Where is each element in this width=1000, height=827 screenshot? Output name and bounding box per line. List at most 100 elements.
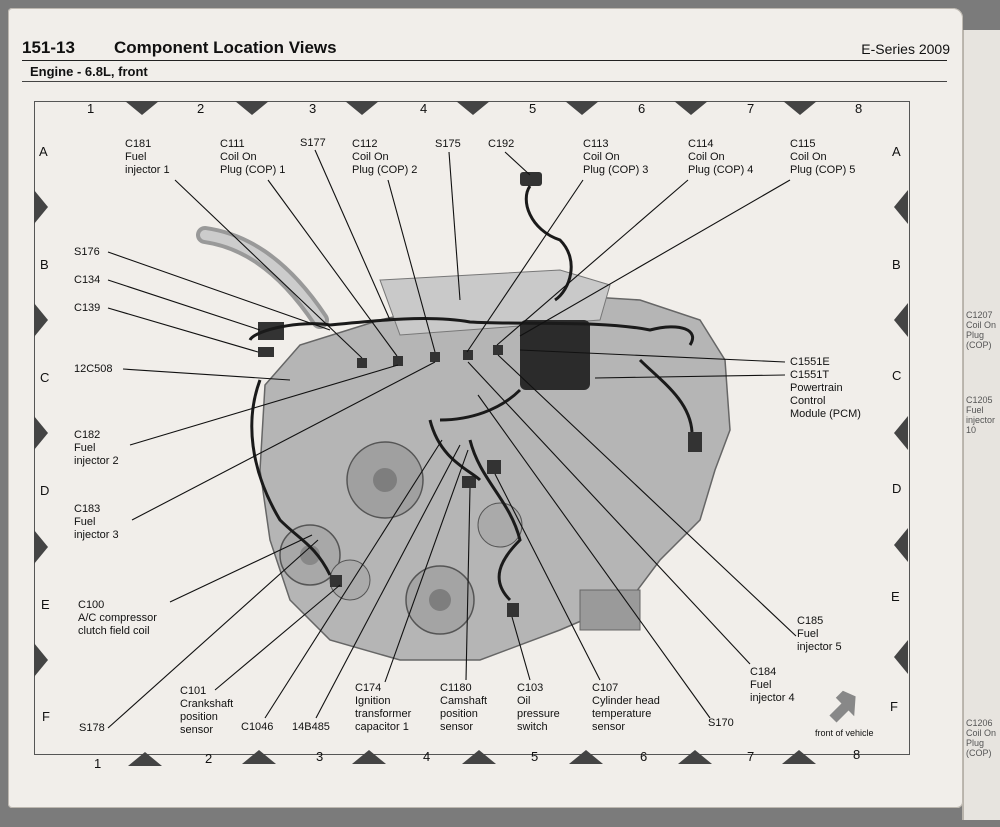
- pcm-harness-connector: [688, 432, 702, 452]
- next-page-label-2: C1205 Fuel injector 10: [966, 395, 996, 435]
- view-title: Engine - 6.8L, front: [30, 64, 148, 79]
- coil-connector: [393, 356, 403, 366]
- leader-c115: [519, 179, 791, 337]
- label-front-of-vehicle: front of vehicle: [815, 728, 874, 738]
- label-c114: C114 Coil On Plug (COP) 4: [688, 138, 754, 176]
- leader-c184: [467, 361, 751, 665]
- leader-c107: [494, 473, 601, 681]
- grid-row-d-left: D: [40, 483, 50, 498]
- coil-connector: [430, 352, 440, 362]
- leader-c192: [504, 151, 531, 176]
- label-c139: C139: [74, 302, 101, 314]
- c107-connector: [487, 460, 501, 474]
- grid-row-d-right: D: [892, 481, 902, 496]
- section-title: Component Location Views: [114, 38, 337, 57]
- grid-col-3-bottom: 3: [316, 749, 324, 764]
- label-c182: C182 Fuel injector 2: [74, 429, 119, 467]
- grid-row-b-right: B: [892, 257, 901, 272]
- oil-filter-housing: [579, 589, 641, 631]
- label-c183: C183 Fuel injector 3: [74, 503, 119, 541]
- leader-c1551t: [594, 374, 786, 379]
- leader-s170: [477, 394, 711, 719]
- leader-s175: [448, 151, 461, 301]
- grid-marker: [34, 303, 48, 337]
- section-number: 151-13: [22, 38, 75, 57]
- grid-row-e-right: E: [891, 589, 900, 604]
- grid-col-7-bottom: 7: [747, 749, 755, 764]
- grid-marker: [456, 101, 490, 115]
- label-s175: S175: [435, 138, 461, 150]
- pulley-hub: [373, 468, 397, 492]
- label-c107: C107 Cylinder head temperature sensor: [592, 682, 660, 733]
- leader-14b485: [315, 444, 461, 719]
- label-c103: C103 Oil pressure switch: [517, 682, 560, 733]
- grid-col-1-top: 1: [87, 101, 95, 116]
- label-c101: C101 Crankshaft position sensor: [180, 685, 234, 736]
- c139-connector: [258, 347, 274, 357]
- leader-c139: [107, 307, 259, 353]
- c103-connector: [507, 603, 519, 617]
- grid-col-1-bottom: 1: [94, 756, 102, 771]
- leader-12c508: [122, 368, 291, 381]
- grid-col-5-top: 5: [529, 101, 537, 116]
- grid-row-a-left: A: [39, 144, 48, 159]
- grid-marker: [674, 101, 708, 115]
- leader-s176: [107, 251, 331, 331]
- leader-s177: [314, 149, 391, 321]
- engine-illustration: [196, 172, 731, 661]
- grid-col-6-top: 6: [638, 101, 646, 116]
- label-c184: C184 Fuel injector 4: [750, 666, 795, 704]
- grid-col-2-bottom: 2: [205, 751, 213, 766]
- c192-connector: [520, 172, 542, 186]
- grid-row-f-right: F: [890, 699, 898, 714]
- pulley-hub: [429, 589, 451, 611]
- subtitle-rule: [22, 81, 947, 82]
- grid-col-4-top: 4: [420, 101, 428, 116]
- leader-c134: [107, 279, 261, 331]
- label-c100: C100 A/C compressor clutch field coil: [78, 599, 157, 637]
- label-c185: C185 Fuel injector 5: [797, 615, 842, 653]
- leader-c100: [169, 534, 313, 603]
- label-s178: S178: [79, 722, 105, 734]
- grid-marker: [678, 750, 712, 764]
- grid-marker: [894, 528, 908, 562]
- grid-row-c-right: C: [892, 368, 902, 383]
- coil-connector: [493, 345, 503, 355]
- grid-col-5-bottom: 5: [531, 749, 539, 764]
- leader-c1046: [264, 439, 443, 719]
- coil-connector: [357, 358, 367, 368]
- leader-c1180: [465, 487, 471, 681]
- c1180-connector: [462, 476, 476, 488]
- front-arrow-icon: [829, 690, 856, 723]
- series-label: E-Series 2009: [861, 41, 950, 57]
- label-c1046: C1046: [241, 721, 274, 733]
- wiring-harness: [248, 185, 694, 602]
- leader-c103: [511, 616, 531, 681]
- label-12c508: 12C508: [74, 363, 113, 375]
- grid-marker: [128, 752, 162, 766]
- leader-c114: [496, 179, 689, 346]
- leader-c1551e: [519, 349, 786, 363]
- label-c115: C115 Coil On Plug (COP) 5: [790, 138, 856, 176]
- leader-c181: [174, 179, 363, 359]
- label-c113: C113 Coil On Plug (COP) 3: [583, 138, 649, 176]
- label-c1180: C1180 Camshaft position sensor: [440, 682, 488, 733]
- grid-row-a-right: A: [892, 144, 901, 159]
- label-c112: C112 Coil On Plug (COP) 2: [352, 138, 418, 176]
- grid-marker: [125, 101, 159, 115]
- label-c134: C134: [74, 274, 101, 286]
- next-page-label-3: C1206 Coil On Plug (COP): [966, 718, 997, 758]
- grid-marker: [242, 750, 276, 764]
- label-c1551e: C1551E: [790, 356, 830, 368]
- grid-col-6-bottom: 6: [640, 749, 648, 764]
- label-s170: S170: [708, 717, 734, 729]
- grid-row-b-left: B: [40, 257, 49, 272]
- grid-col-4-bottom: 4: [423, 749, 431, 764]
- grid-col-8-bottom: 8: [853, 747, 861, 762]
- grid-marker: [565, 101, 599, 115]
- grid-col-2-top: 2: [197, 101, 205, 116]
- label-c181: C181 Fuel injector 1: [125, 138, 170, 176]
- leader-c111: [267, 179, 398, 357]
- next-page-label-1: C1207 Coil On Plug (COP): [966, 310, 997, 350]
